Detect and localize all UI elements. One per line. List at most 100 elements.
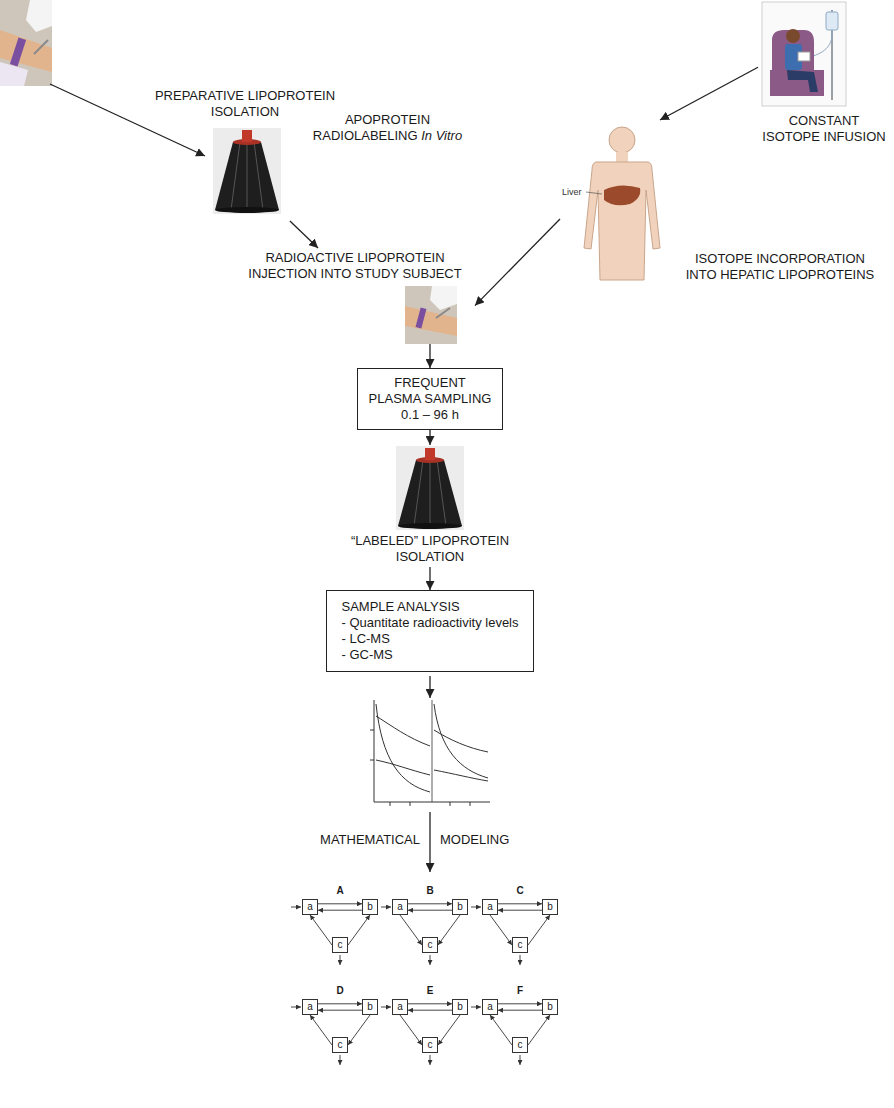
- compartment-box: c: [512, 937, 528, 953]
- model-arrow: [408, 910, 452, 911]
- step-text: RADIOACTIVE LIPOPROTEIN INJECTION INTO S…: [237, 250, 473, 282]
- organ-label: Liver: [562, 186, 582, 198]
- centrifuge-photo: [396, 446, 464, 530]
- step-label: CONSTANT ISOTOPE INFUSION: [758, 2, 890, 147]
- model-arrow: [310, 1015, 332, 1045]
- kinetic-curve-plot: [434, 704, 488, 778]
- compartment-letter: b: [366, 900, 374, 914]
- venipuncture-photo: [10, 37, 26, 66]
- compartment-box: a: [392, 899, 408, 915]
- human-body-figure: [584, 127, 660, 280]
- model-flux-arrows: [520, 1055, 521, 1065]
- model-letter: D: [330, 984, 350, 997]
- model-arrow: [348, 1015, 370, 1045]
- kinetic-curve-plot: [376, 704, 430, 792]
- human-body-figure: [616, 152, 628, 162]
- infusion-picture: [826, 12, 838, 30]
- model-arrow: [310, 915, 332, 945]
- model-arrow: [318, 1010, 362, 1011]
- flow-arrow: [429, 676, 430, 698]
- centrifuge-photo: [398, 523, 462, 529]
- centrifuge-photo: [430, 460, 431, 526]
- compartment-letter: a: [486, 1000, 494, 1014]
- compartment-letter: c: [426, 938, 434, 952]
- kinetic-curve-plot: [432, 700, 433, 802]
- model-arrow: [438, 1015, 460, 1045]
- flow-arrow: [660, 67, 758, 120]
- model-flux-arrows: [471, 907, 481, 908]
- compartment-box: b: [362, 999, 378, 1015]
- centrifuge-photo: [437, 460, 446, 526]
- infusion-picture: [798, 52, 810, 61]
- compartment-letter: b: [456, 900, 464, 914]
- compartment-letter: c: [336, 1038, 344, 1052]
- model-flux-arrows: [291, 907, 301, 908]
- kinetic-curve-plot: [450, 802, 451, 806]
- centrifuge-photo: [215, 142, 279, 210]
- annotation-label: In Vitro: [421, 128, 462, 143]
- infusion-picture: [787, 70, 818, 92]
- flow-arrow: [475, 219, 560, 306]
- step-label: ISOTOPE INCORPORATION INTO HEPATIC LIPOP…: [560, 120, 890, 285]
- compartment-letter: a: [396, 900, 404, 914]
- compartment-letter: b: [546, 1000, 554, 1014]
- model-flux-arrows: [430, 955, 431, 965]
- step-label: “LABELED” LIPOPROTEIN ISOLATION: [330, 445, 530, 567]
- kinetic-curve-plot: [376, 760, 430, 775]
- centrifuge-photo: [213, 128, 281, 214]
- model-flux-arrows: [291, 907, 520, 1065]
- box-heading: FREQUENT PLASMA SAMPLING: [367, 375, 493, 407]
- model-arrow: [408, 903, 452, 904]
- model-flux-arrows: [430, 1055, 431, 1065]
- kinetic-curve-plot: [390, 802, 391, 806]
- human-body-figure: [604, 185, 640, 205]
- step-caption: MODELING: [440, 832, 509, 848]
- model-arrow: [498, 910, 542, 911]
- kinetic-curve-plot: [434, 770, 488, 781]
- centrifuge-photo: [247, 142, 248, 210]
- compartment-box: b: [362, 899, 378, 915]
- model-arrow: [408, 1010, 452, 1011]
- compartment-box: b: [452, 999, 468, 1015]
- kinetic-curve-plot: [370, 760, 374, 761]
- process-box: SAMPLE ANALYSIS- Quantitate radioactivit…: [326, 590, 533, 672]
- venipuncture-photo: [26, 0, 52, 32]
- model-flux-arrows: [291, 1007, 301, 1008]
- flow-arrow: [429, 430, 430, 445]
- human-body-figure: [609, 127, 635, 153]
- centrifuge-photo: [242, 130, 252, 142]
- compartment-letter: c: [516, 938, 524, 952]
- compartment-box: b: [452, 899, 468, 915]
- centrifuge-photo: [215, 207, 279, 213]
- model-arrow: [490, 915, 512, 945]
- process-box: FREQUENT PLASMA SAMPLING0.1 – 96 h: [357, 368, 503, 430]
- model-letter: E: [420, 984, 440, 997]
- flow-arrow: [290, 221, 318, 248]
- flow-arrow: [429, 812, 430, 872]
- centrifuge-photo: [398, 460, 462, 526]
- compartment-letter: c: [516, 1038, 524, 1052]
- compartment-letter: a: [306, 900, 314, 914]
- compartment-box: a: [392, 999, 408, 1015]
- model-flux-arrows: [520, 955, 521, 965]
- box-heading: SAMPLE ANALYSIS: [341, 599, 518, 615]
- step-text: CONSTANT ISOTOPE INFUSION: [760, 113, 888, 145]
- model-arrow: [318, 1003, 362, 1004]
- compartment-letter: c: [426, 1038, 434, 1052]
- infusion-picture: [762, 2, 846, 106]
- flow-arrow: [429, 567, 430, 590]
- box-line: - GC-MS: [341, 647, 518, 663]
- step-caption: MATHEMATICAL: [320, 832, 420, 848]
- compartment-letter: c: [336, 938, 344, 952]
- model-letter: A: [330, 884, 350, 897]
- kinetic-curve-plot: [434, 730, 488, 752]
- box-line: - Quantitate radioactivity levels: [341, 615, 518, 631]
- centrifuge-photo: [414, 460, 423, 526]
- model-arrow: [498, 1003, 542, 1004]
- centrifuge-photo: [425, 448, 435, 460]
- infusion-picture: [770, 30, 824, 96]
- infusion-picture: [786, 29, 800, 43]
- centrifuge-photo: [213, 128, 281, 214]
- model-arrow: [318, 903, 362, 904]
